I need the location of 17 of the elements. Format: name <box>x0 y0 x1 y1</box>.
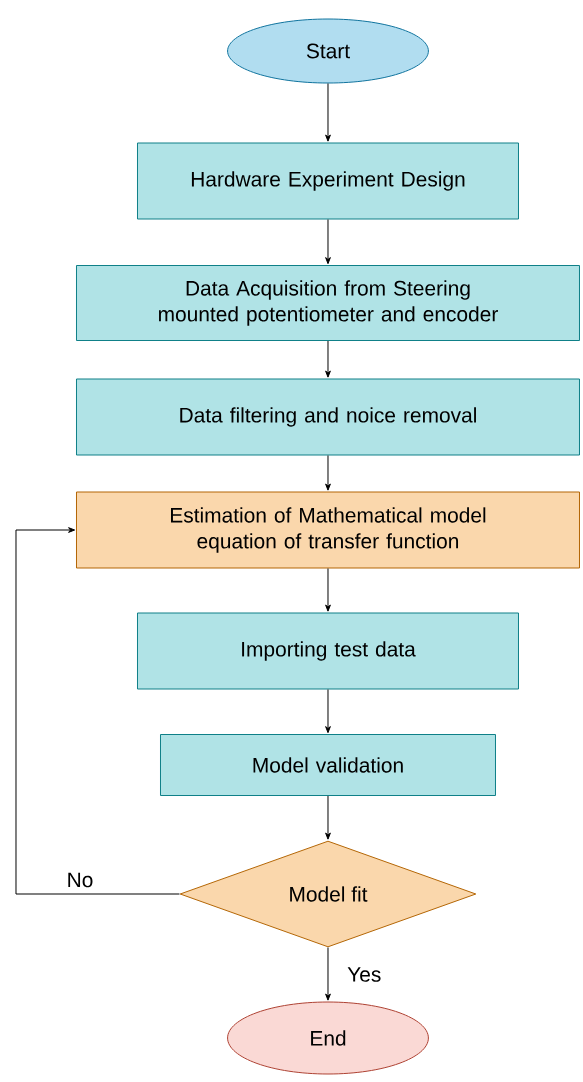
process-box: Estimation of Mathematical model equation of transfer function <box>76 491 580 569</box>
arrow <box>325 795 331 840</box>
arrow <box>325 455 331 491</box>
arrow <box>325 689 331 734</box>
arrow <box>325 568 331 612</box>
process-box: Model validation <box>160 734 496 796</box>
process-box: Data Acquisition from Steering mounted potentiometer and encoder <box>76 265 580 341</box>
arrow <box>325 947 331 1001</box>
process-box: Importing test data <box>137 612 519 690</box>
arrow <box>15 527 180 895</box>
arrow <box>325 219 331 265</box>
arrow <box>325 83 331 142</box>
process-box: Hardware Experiment Design <box>137 142 519 220</box>
process-box: Data filtering and noice removal <box>76 378 580 456</box>
edge-label: Yes <box>346 966 383 983</box>
edge-label: No <box>65 871 95 889</box>
arrow <box>325 340 331 378</box>
